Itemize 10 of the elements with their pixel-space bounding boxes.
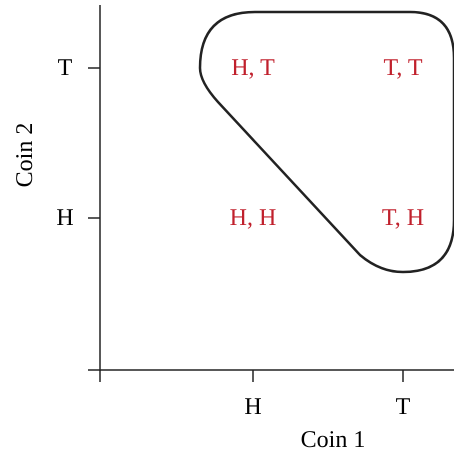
tick-label: T [396, 393, 410, 421]
outcome-label: H, T [231, 54, 275, 82]
tick-label: H [56, 204, 74, 232]
tick-label: T [58, 54, 72, 82]
axis-title: Coin 1 [300, 426, 366, 454]
outcome-label: H, H [230, 204, 276, 232]
axis-title: Coin 2 [11, 122, 39, 188]
outcome-label: T, H [382, 204, 424, 232]
tick-label: H [244, 393, 262, 421]
outcome-label: T, T [383, 54, 423, 82]
